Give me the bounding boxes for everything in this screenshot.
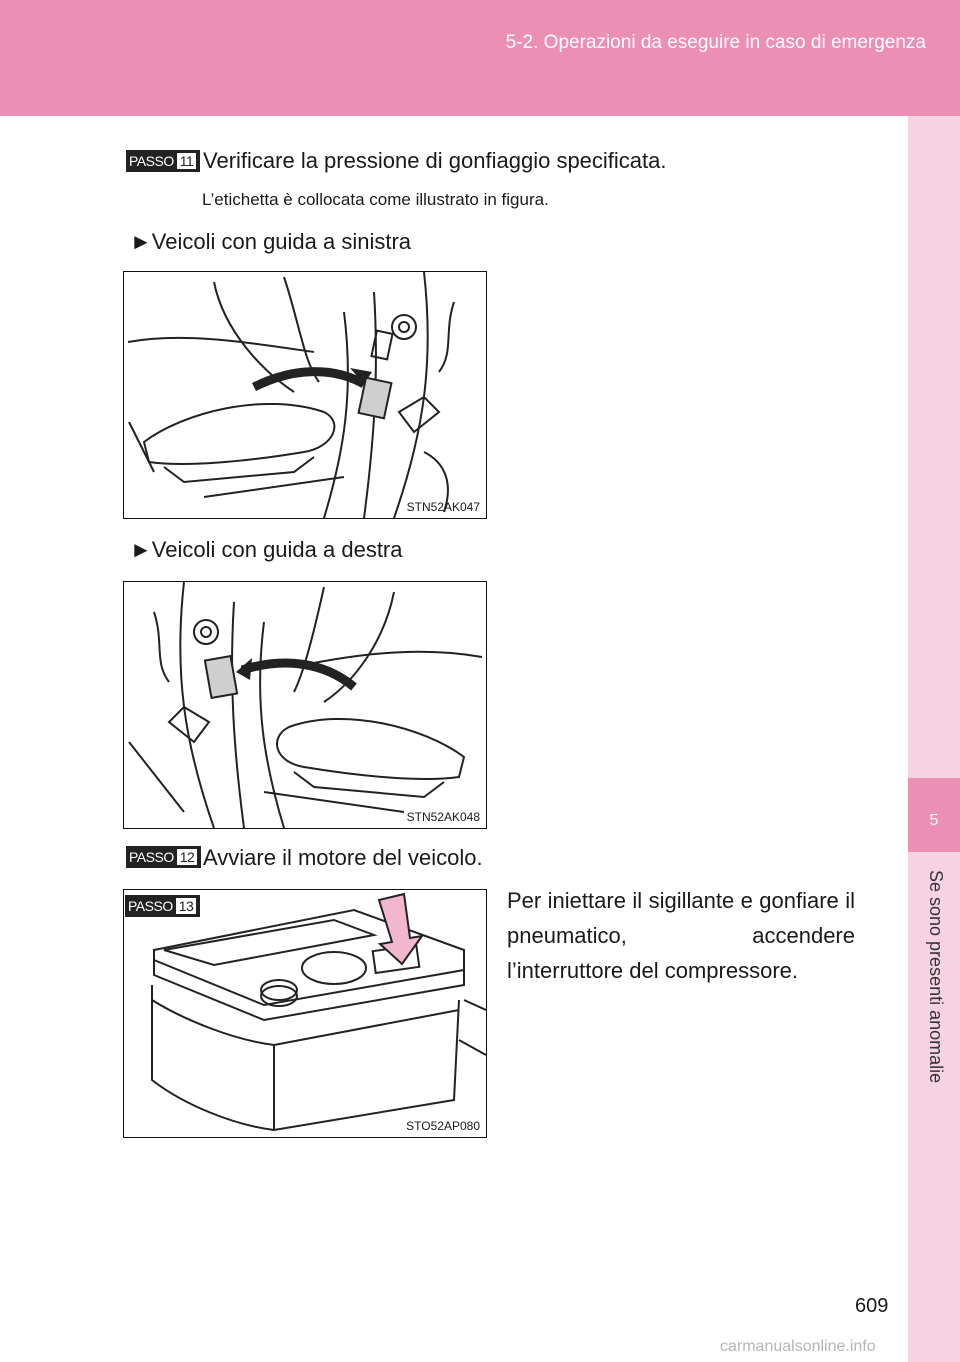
step-12-text: Avviare il motore del veicolo.	[203, 845, 483, 870]
step-badge-number: 12	[175, 848, 199, 866]
step-badge-number: 13	[174, 897, 198, 915]
figure-code: STO52AP080	[406, 1119, 480, 1133]
seat-label-illustration	[128, 582, 483, 828]
step-badge-number: 11	[175, 152, 198, 170]
compressor-illustration	[151, 892, 486, 1132]
chapter-number-box	[908, 778, 960, 852]
chapter-side-tab	[908, 116, 960, 1362]
figure-code: STN52AK048	[406, 810, 480, 824]
watermark: carmanualsonline.info	[720, 1338, 876, 1355]
figure-code: STN52AK047	[406, 500, 480, 514]
step-badge-label: PASSO	[129, 849, 174, 865]
chapter-number: 5	[929, 812, 939, 829]
step-13-text: Per iniettare il sigillante e gonfiare i…	[507, 888, 855, 983]
page-header: 5-2. Operazioni da eseguire in caso di e…	[0, 0, 960, 116]
section-title: 5-2. Operazioni da eseguire in caso di e…	[505, 32, 926, 53]
variant-left-hand-drive: ►Veicoli con guida a sinistra	[130, 229, 412, 254]
figure-left-hand-seat: STN52AK047	[123, 271, 487, 519]
step-11-text: Verificare la pressione di gonfiaggio sp…	[203, 148, 667, 173]
variant-right-hand-drive: ►Veicoli con guida a destra	[130, 537, 403, 562]
figure-right-hand-seat: STN52AK048	[123, 581, 487, 829]
step-11-note: L’etichetta è collocata come illustrato …	[202, 190, 549, 209]
page-number: 609	[855, 1295, 889, 1317]
step-badge-label: PASSO	[128, 898, 173, 914]
seat-label-illustration	[127, 272, 455, 518]
chapter-title: Se sono presenti anomalie	[926, 870, 946, 1084]
step-badge-label: PASSO	[129, 153, 174, 169]
